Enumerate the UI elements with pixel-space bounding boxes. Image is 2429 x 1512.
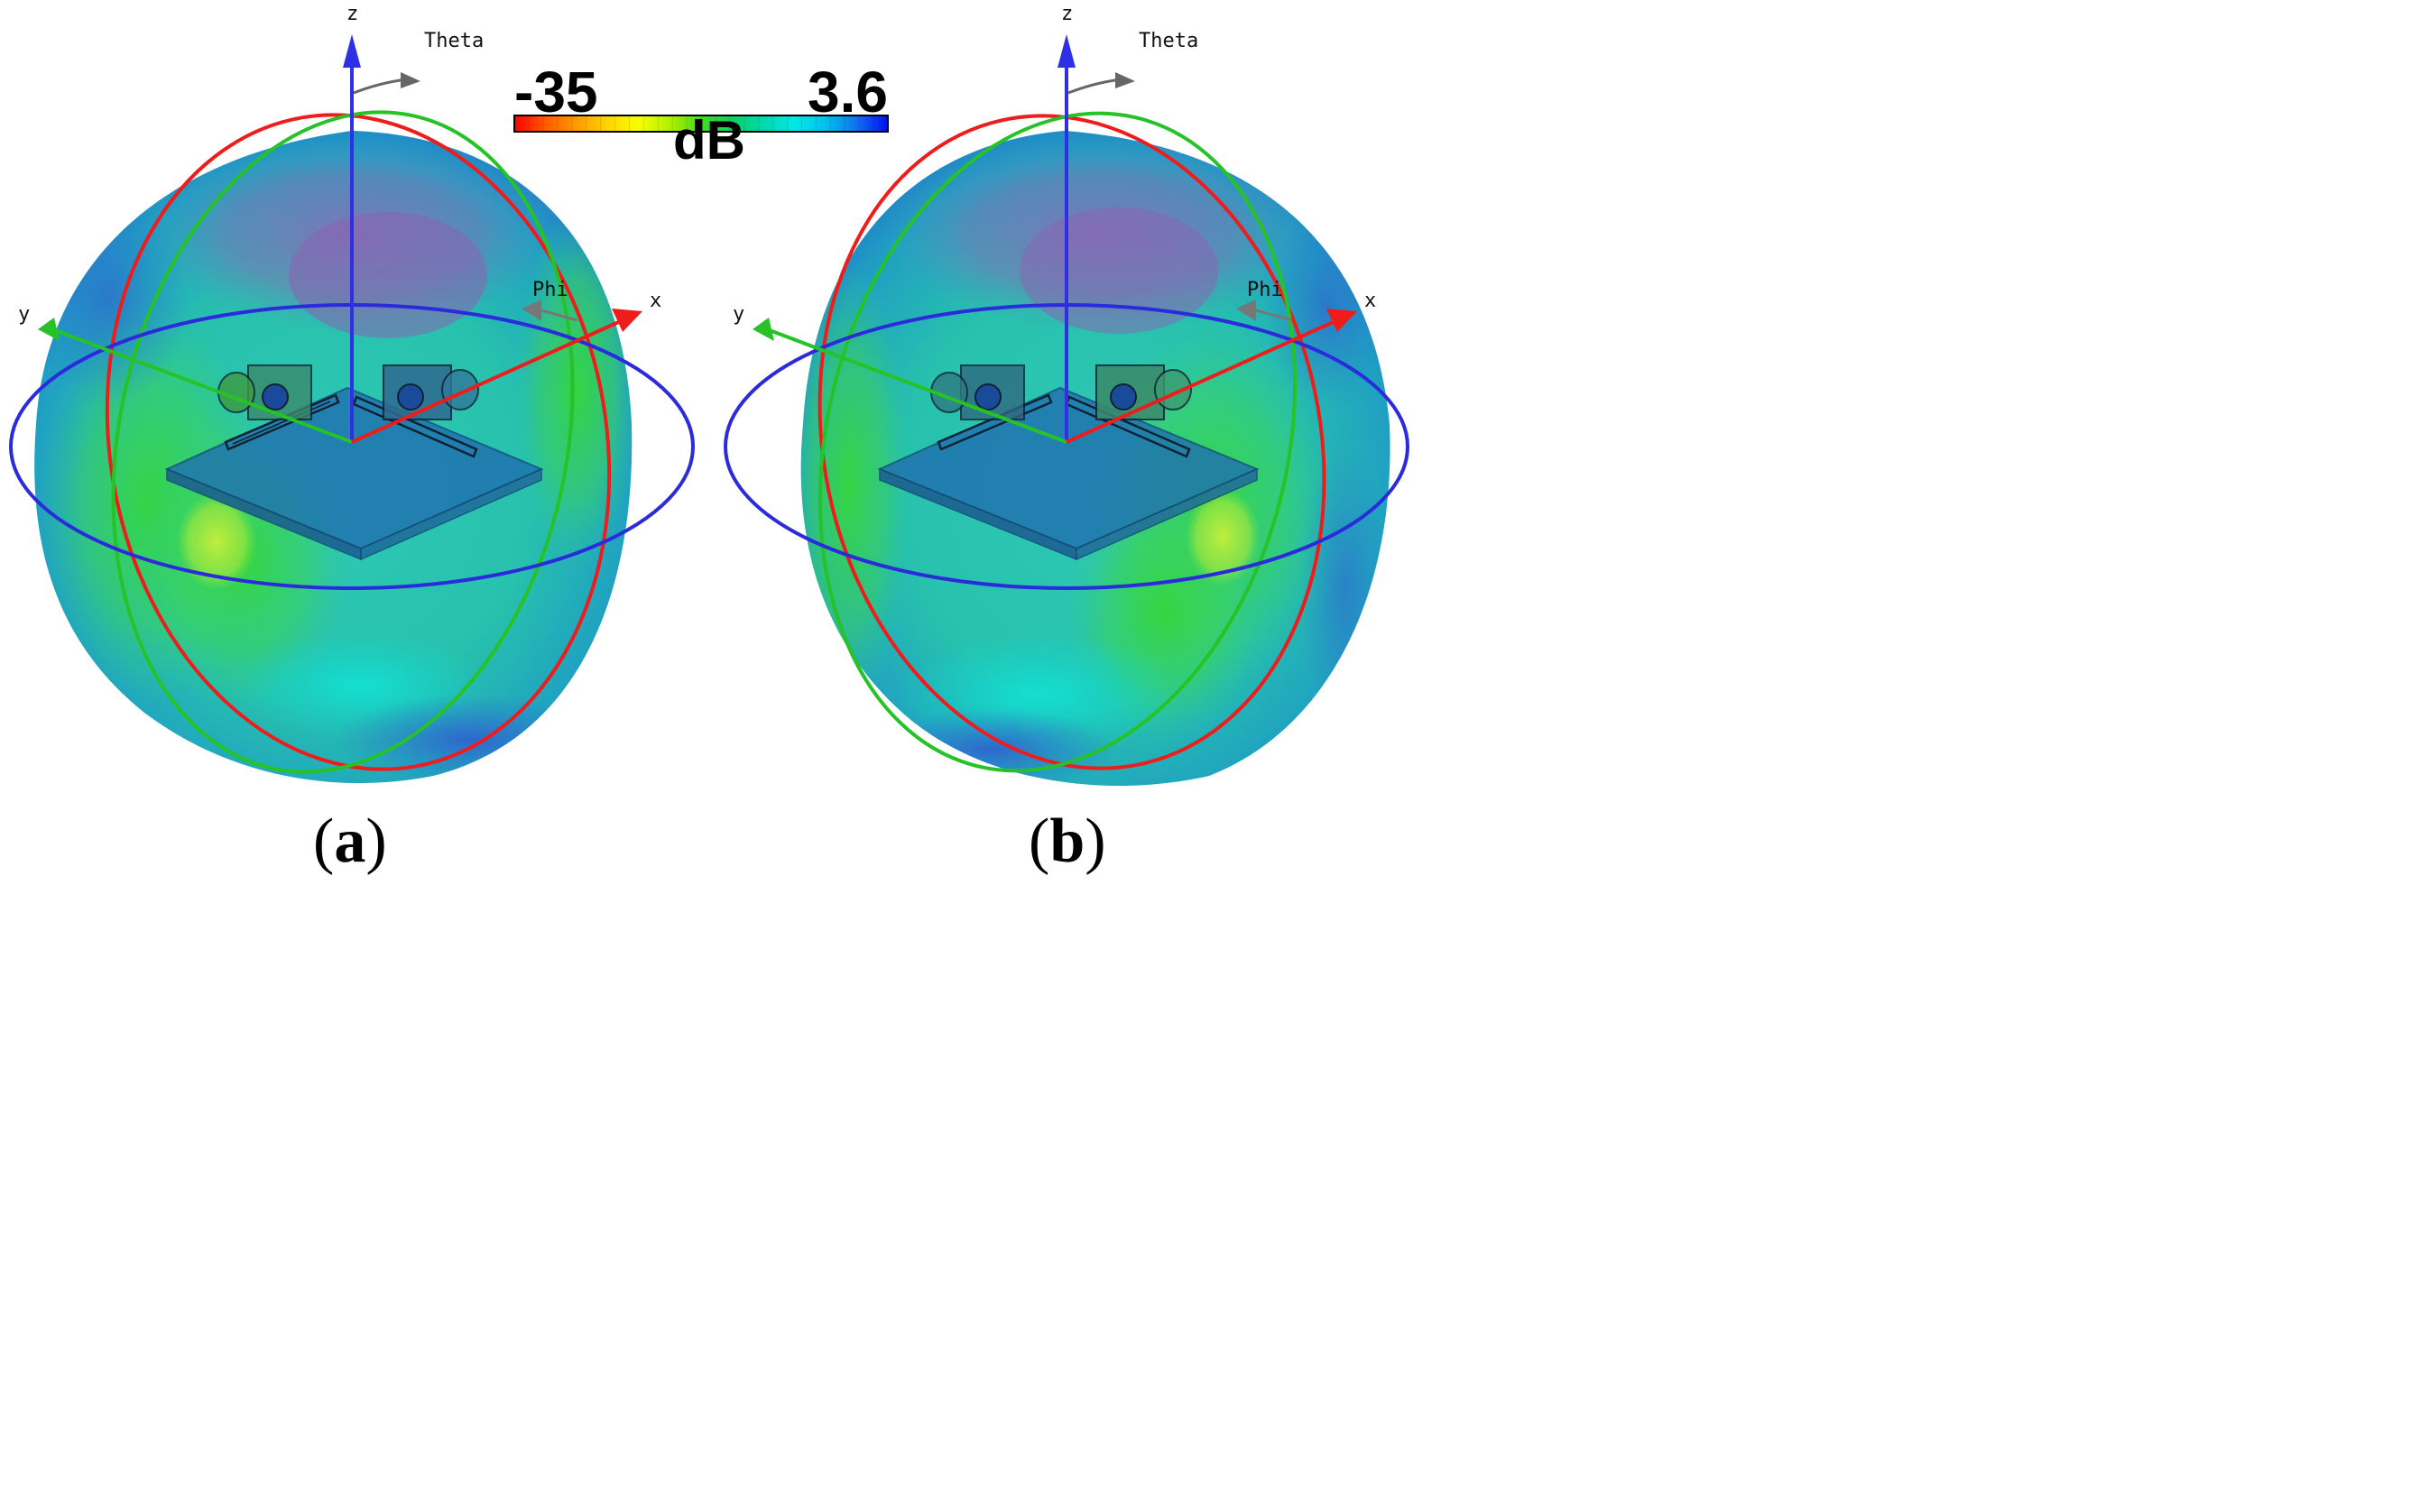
colorbar-max-label: 3.6: [808, 60, 888, 124]
colorbar-unit-label: dB: [673, 110, 745, 171]
axis-y-label: y: [733, 303, 744, 326]
orbit-circle-theta-green: [111, 110, 575, 774]
colorbar-gradient: [513, 115, 889, 133]
axis-x: x: [351, 290, 661, 444]
orbit-circle-theta-red: [817, 114, 1326, 770]
axis-x-label: x: [1364, 290, 1376, 312]
theta-direction-arrow: Theta: [353, 30, 484, 95]
colorbar: -35 3.6 dB: [513, 60, 889, 171]
phi-label: Phi: [1247, 279, 1283, 301]
axis-y: y: [18, 303, 353, 444]
colorbar-min-label: -35: [514, 60, 598, 124]
axis-z-label: z: [1061, 3, 1073, 25]
theta-label: Theta: [1139, 30, 1198, 52]
orbit-circle-theta-green: [817, 111, 1298, 773]
axis-x: x: [1066, 290, 1376, 444]
theta-label: Theta: [424, 30, 484, 52]
axis-z: z: [343, 3, 361, 442]
axis-y-label: y: [18, 303, 30, 326]
axis-y: y: [733, 303, 1067, 444]
phi-label: Phi: [532, 279, 568, 301]
antenna-model: [164, 364, 544, 561]
axis-z: z: [1057, 3, 1076, 442]
panel-b: z y x Theta Phi (b): [724, 3, 1409, 876]
phi-direction-arrow: Phi: [1236, 279, 1293, 322]
axis-z-label: z: [346, 3, 358, 25]
caption-a: (a): [313, 807, 387, 876]
antenna-model: [877, 364, 1260, 561]
panel-a: z y x Theta Phi (a): [9, 3, 695, 876]
caption-b: (b): [1029, 807, 1106, 876]
colorbar-ticks: [528, 115, 874, 132]
axis-x-label: x: [650, 290, 661, 312]
theta-direction-arrow: Theta: [1067, 30, 1198, 95]
phi-direction-arrow: Phi: [522, 279, 578, 322]
